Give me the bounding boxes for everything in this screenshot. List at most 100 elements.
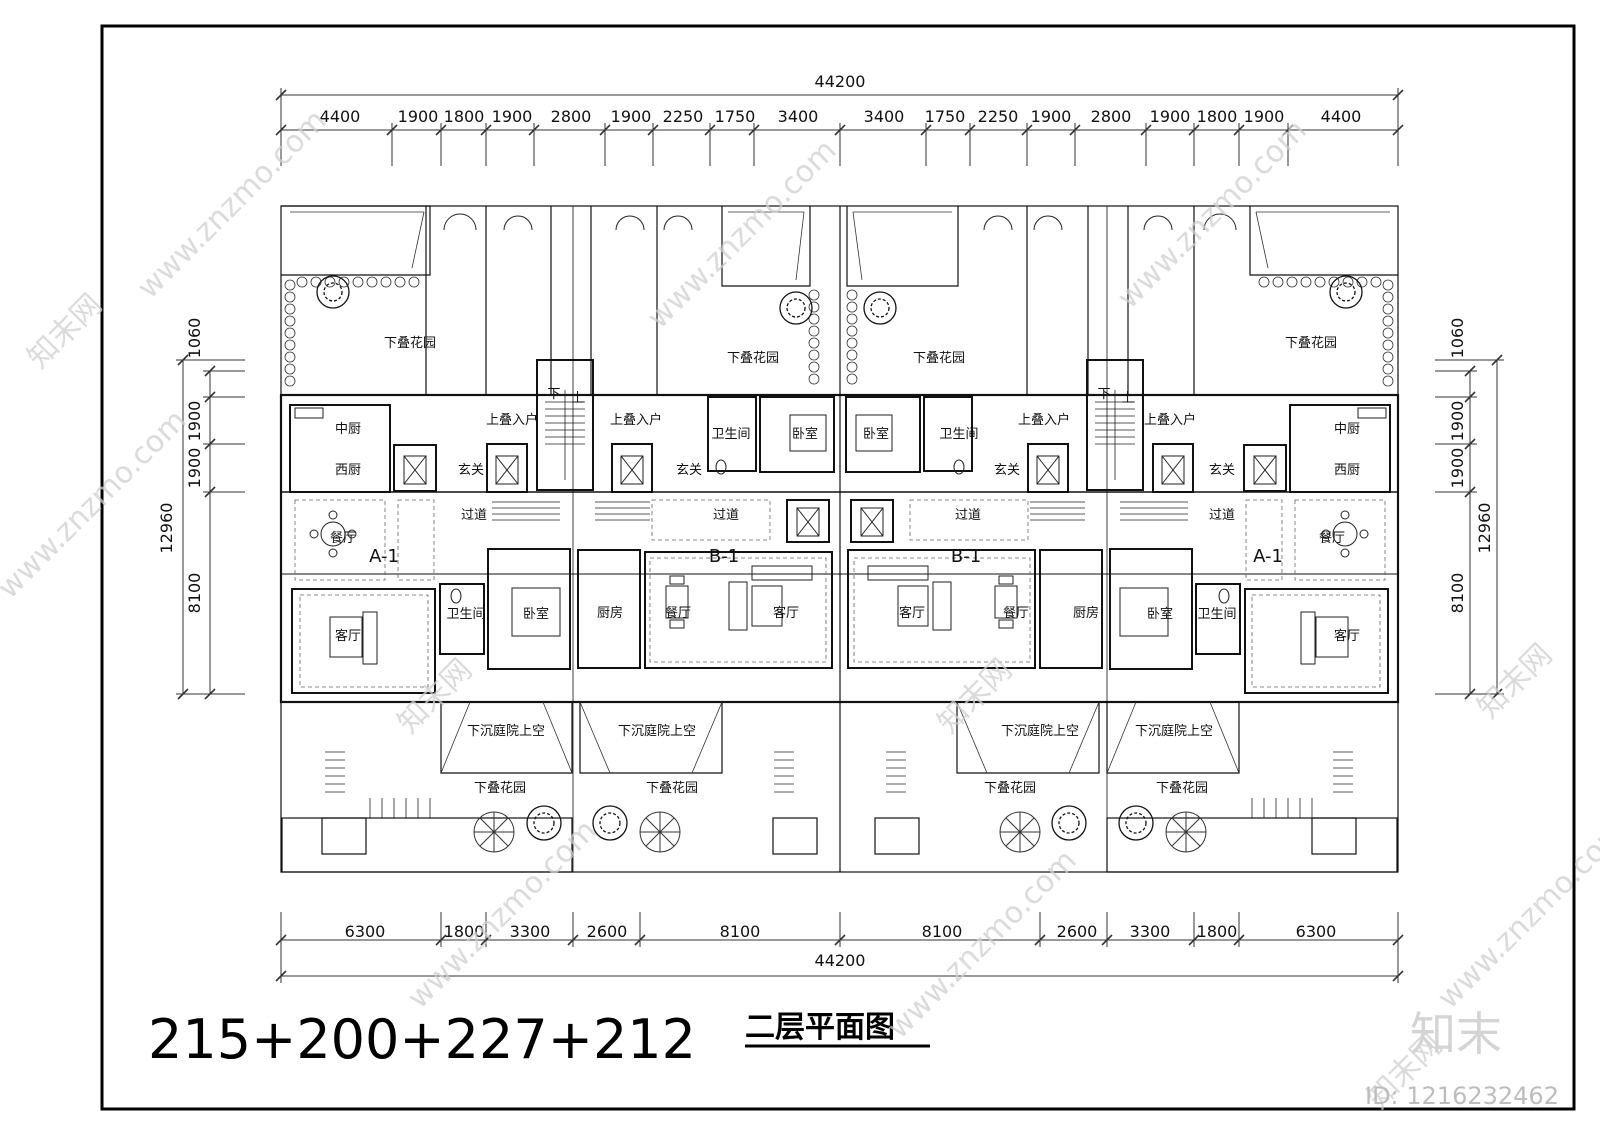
top-seg-4: 1900 — [492, 107, 533, 126]
bottom-seg-2: 1800 — [444, 922, 485, 941]
unit-tag-b-right: B-1 — [951, 546, 981, 567]
stair-down-left: 下 — [547, 387, 560, 402]
tree-icon — [1118, 805, 1154, 841]
corridor-label-4: 过道 — [1209, 508, 1235, 523]
bottom-seg-7: 2600 — [1057, 922, 1098, 941]
dining-table-icon — [665, 575, 689, 629]
top-seg-14: 2800 — [1091, 107, 1132, 126]
top-seg-18: 4400 — [1321, 107, 1362, 126]
sofa-icon — [1300, 611, 1349, 665]
right-dim-1900-b: 1900 — [1448, 448, 1467, 489]
plan-title: 二层平面图 — [745, 1010, 895, 1045]
living-label-4: 客厅 — [1334, 628, 1360, 644]
watermark-text: 知末网 — [1471, 637, 1559, 725]
right-dimensions — [1435, 354, 1504, 700]
interior-walls — [289, 359, 1391, 694]
western-kitchen-right: 西厨 — [1334, 463, 1360, 478]
kitchen-label-1: 厨房 — [597, 605, 623, 621]
watermark-text: www.znzmo.com — [1111, 113, 1314, 316]
bottom-seg-8: 3300 — [1130, 922, 1171, 941]
watermark-text: www.znzmo.com — [641, 133, 844, 336]
foyer-label-4: 玄关 — [1209, 463, 1235, 478]
top-seg-13: 1900 — [1031, 107, 1072, 126]
tree-icon — [316, 275, 350, 309]
hedge-row — [284, 276, 1394, 387]
bottom-dimensions — [275, 912, 1404, 983]
bottom-seg-3: 3300 — [510, 922, 551, 941]
upper-garden-label-3: 下叠花园 — [913, 350, 965, 366]
upper-garden-label-2: 下叠花园 — [727, 350, 779, 366]
upper-garden-label-1: 下叠花园 — [384, 335, 436, 351]
entry-label-3: 上叠入户 — [1018, 412, 1070, 428]
left-dimensions — [176, 354, 245, 700]
entry-label-4: 上叠入户 — [1144, 412, 1196, 428]
tree-icon — [863, 291, 897, 325]
dashed-zones — [294, 499, 1386, 688]
tree-symbols — [316, 275, 1363, 841]
bottom-seg-10: 6300 — [1296, 922, 1337, 941]
top-seg-1: 4400 — [320, 107, 361, 126]
kitchen-counter-icon — [294, 407, 1387, 419]
top-seg-6: 1900 — [611, 107, 652, 126]
toilet-icon — [450, 459, 1230, 604]
sunken-label-3: 下沉庭院上空 — [1001, 723, 1079, 739]
bed-icon — [511, 587, 1169, 637]
entry-label-2: 上叠入户 — [610, 412, 662, 428]
lower-garden-label-2: 下叠花园 — [646, 780, 698, 796]
bathroom-label-3: 卫生间 — [446, 607, 485, 622]
bathroom-label-2: 卫生间 — [939, 427, 978, 442]
left-dim-8100: 8100 — [185, 573, 204, 614]
right-dim-8100: 8100 — [1448, 573, 1467, 614]
dining-label-4: 餐厅 — [1003, 605, 1029, 621]
top-seg-10: 3400 — [864, 107, 905, 126]
corridor-label-3: 过道 — [955, 508, 981, 523]
top-segment-labels: 4400 1900 1800 1900 2800 1900 2250 1750 … — [320, 107, 1362, 126]
bottom-seg-4: 2600 — [587, 922, 628, 941]
flower-icon — [1165, 811, 1207, 853]
left-dim-1060: 1060 — [185, 318, 204, 359]
sunken-courtyard-lines — [290, 211, 1390, 774]
unit-tag-a-left: A-1 — [369, 546, 399, 567]
foyer-label-1: 玄关 — [458, 463, 484, 478]
dining-table-icon — [994, 575, 1018, 629]
living-label-1: 客厅 — [335, 628, 361, 644]
top-dimensions — [275, 88, 1404, 166]
bottom-seg-9: 1800 — [1197, 922, 1238, 941]
flower-icon — [999, 811, 1041, 853]
bottom-seg-6: 8100 — [922, 922, 963, 941]
top-seg-16: 1800 — [1197, 107, 1238, 126]
furniture — [294, 213, 1387, 665]
corridor-label-2: 过道 — [713, 508, 739, 523]
flower-icon — [473, 811, 515, 853]
tree-icon — [1329, 275, 1363, 309]
dining-label-2: 餐厅 — [1319, 530, 1345, 546]
bed-icon — [789, 414, 893, 452]
flower-icon — [639, 811, 681, 853]
top-seg-17: 1900 — [1244, 107, 1285, 126]
sunken-label-1: 下沉庭院上空 — [467, 723, 545, 739]
top-seg-11: 1750 — [925, 107, 966, 126]
tree-icon — [526, 805, 562, 841]
entry-label-1: 上叠入户 — [486, 412, 538, 428]
bottom-seg-5: 8100 — [720, 922, 761, 941]
top-overall-dimension: 44200 — [815, 72, 866, 91]
bedroom-label-2: 卧室 — [863, 426, 889, 442]
bottom-segment-labels: 6300 1800 3300 2600 8100 8100 2600 3300 … — [345, 922, 1337, 941]
unit-tag-a-right: A-1 — [1253, 546, 1283, 567]
sofa-icon — [728, 565, 813, 631]
lower-garden-label-3: 下叠花园 — [984, 780, 1036, 796]
top-seg-3: 1800 — [444, 107, 485, 126]
round-dining-table-icon — [1321, 510, 1369, 558]
lower-garden-label-4: 下叠花园 — [1156, 780, 1208, 796]
stair-down-right: 下 — [1097, 387, 1110, 402]
top-seg-5: 2800 — [551, 107, 592, 126]
door-swing-icon — [443, 213, 1237, 231]
top-seg-12: 2250 — [978, 107, 1019, 126]
dining-label-3: 餐厅 — [665, 605, 691, 621]
sofa-icon — [867, 565, 952, 631]
right-dim-1900-a: 1900 — [1448, 401, 1467, 442]
area-formula: 215+200+227+212 — [148, 1008, 696, 1071]
drawing-frame — [100, 24, 1576, 1111]
elevator-shaft-icon — [403, 455, 1277, 537]
